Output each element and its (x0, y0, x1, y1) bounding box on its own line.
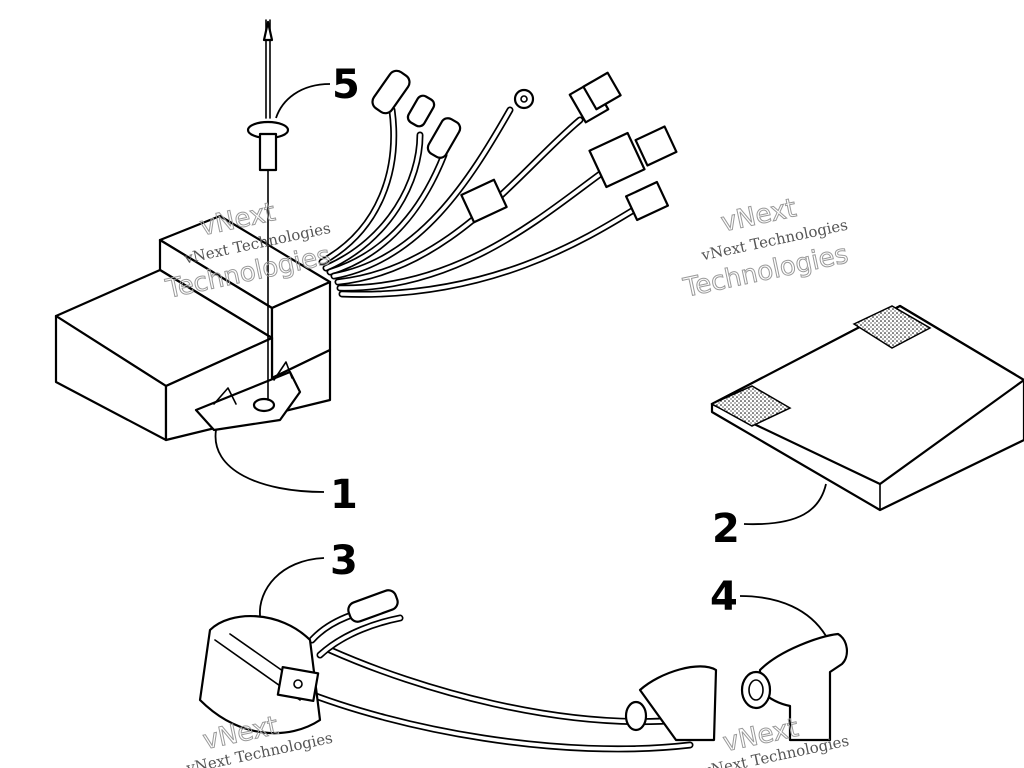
part-5-rivet (246, 19, 290, 401)
callout-3: 3 (330, 538, 358, 584)
leader-5 (275, 83, 331, 119)
leader-2 (743, 483, 827, 526)
part-4-boot (740, 632, 848, 742)
callout-4: 4 (710, 574, 738, 620)
part-2-pad (710, 304, 1024, 512)
leader-3 (259, 557, 325, 617)
leader-4 (739, 595, 827, 637)
callout-1: 1 (330, 472, 358, 518)
callout-2: 2 (712, 506, 740, 552)
part-3-coil (198, 589, 718, 753)
leader-1 (214, 429, 325, 493)
part-1-module (54, 69, 678, 442)
watermark-right: vNext vNext Technologies Technologies (680, 193, 852, 305)
callout-5: 5 (332, 62, 360, 108)
